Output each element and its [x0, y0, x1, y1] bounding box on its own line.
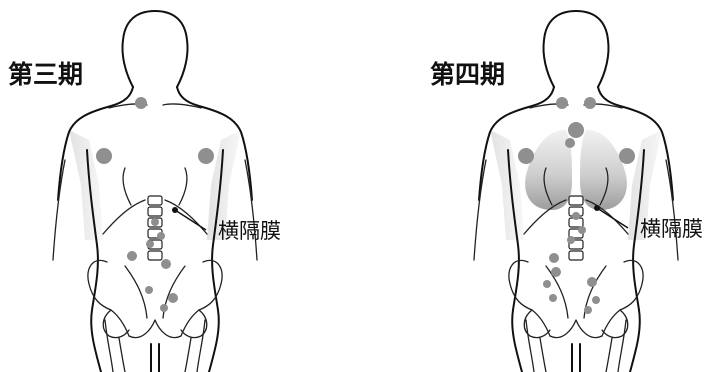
callout-leader-line	[597, 208, 628, 228]
lymph-node	[587, 277, 597, 287]
callout-leader-line	[175, 210, 206, 230]
lymph-node	[160, 304, 168, 312]
lymph-node	[518, 148, 534, 164]
body-figure-left	[53, 11, 257, 372]
lymph-node	[568, 122, 584, 138]
lymph-node	[584, 306, 592, 314]
stage-three-panel: 第三期 横隔膜	[8, 11, 281, 372]
lymph-node	[151, 218, 159, 226]
lymph-node	[619, 148, 635, 164]
diaphragm-label: 横隔膜	[218, 219, 281, 243]
lymph-node	[543, 280, 551, 288]
lymph-node	[584, 97, 596, 109]
lymph-node	[592, 296, 600, 304]
lymph-node	[551, 267, 561, 277]
stage-four-panel: 第四期 横隔膜	[430, 11, 703, 372]
lymph-node	[161, 259, 171, 269]
stage-four-title: 第四期	[430, 60, 505, 89]
lymph-node	[157, 232, 165, 240]
lymph-node	[198, 148, 214, 164]
stage-three-title: 第三期	[8, 60, 83, 89]
lymph-node	[567, 236, 575, 244]
lymph-node	[135, 97, 147, 109]
lymph-node	[565, 138, 575, 148]
diaphragm-label: 横隔膜	[640, 217, 703, 241]
lymph-node	[578, 226, 586, 234]
lymph-node	[572, 212, 580, 220]
lymph-node	[127, 251, 137, 261]
lymph-node	[556, 97, 568, 109]
lymph-node	[549, 294, 557, 302]
lymph-node	[168, 293, 178, 303]
lymph-node	[549, 253, 559, 263]
diaphragm-callout-right: 横隔膜	[594, 205, 703, 241]
lymph-node	[146, 240, 154, 248]
lymph-node	[96, 148, 112, 164]
lymph-node	[145, 286, 153, 294]
